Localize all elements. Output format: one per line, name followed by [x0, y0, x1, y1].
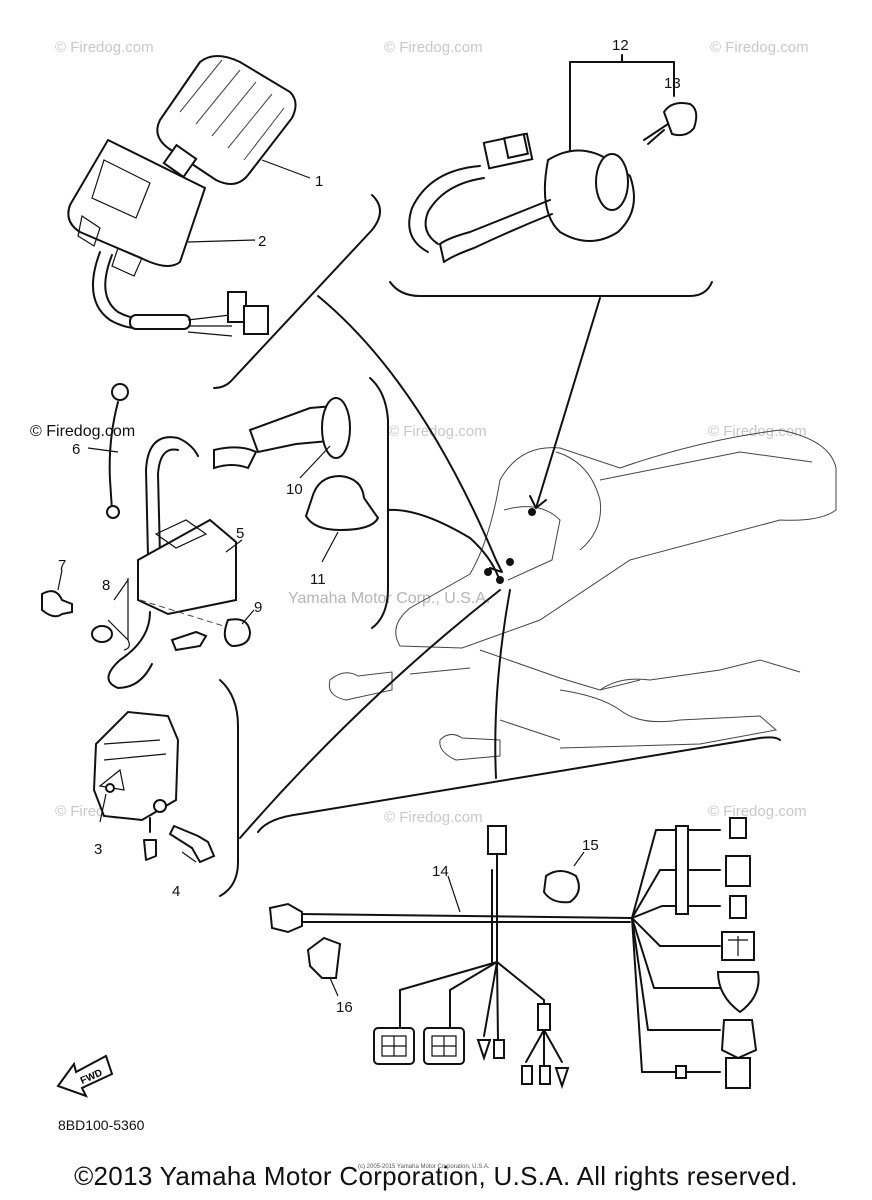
wire-harness — [268, 817, 760, 1090]
watermark-5: © Firedog.com — [708, 423, 807, 440]
callout-1: 1 — [315, 173, 323, 190]
leader-lines — [239, 295, 601, 839]
main-switch-assembly — [389, 54, 713, 297]
callout-5: 5 — [236, 525, 244, 542]
watermark-8: © Firedog.com — [708, 803, 807, 820]
watermark-2: © Firedog.com — [384, 39, 483, 56]
ignition-coil-group — [41, 383, 380, 689]
watermark-9: © Firedog.com — [30, 423, 135, 440]
watermarks: © Firedog.com © Firedog.com © Firedog.co… — [30, 39, 809, 826]
callout-8: 8 — [102, 577, 110, 594]
watermark-4: © Firedog.com — [388, 423, 487, 440]
watermark-7: © Firedog.com — [384, 809, 483, 826]
callout-6: 6 — [72, 441, 80, 458]
callout-13: 13 — [664, 75, 681, 92]
fwd-arrow-icon: FWD — [56, 1054, 114, 1098]
callout-12: 12 — [612, 37, 629, 54]
group-bracket-coil — [369, 377, 389, 629]
connection-points — [484, 508, 536, 584]
callout-3: 3 — [94, 841, 102, 858]
throttle-assembly — [67, 55, 311, 337]
callout-10: 10 — [286, 481, 303, 498]
watermark-1: © Firedog.com — [55, 39, 154, 56]
center-watermark: Yamaha Motor Corp., U.S.A. — [288, 590, 490, 607]
part-code: 8BD100-5360 — [58, 1117, 145, 1133]
regulator-group — [92, 710, 216, 864]
callout-9: 9 — [254, 599, 262, 616]
callout-16: 16 — [336, 999, 353, 1016]
callout-4: 4 — [172, 883, 180, 900]
small-credit: (c) 2005-2015 Yamaha Motor Corporation, … — [358, 1164, 490, 1170]
group-bracket-throttle — [213, 194, 381, 389]
watermark-3: © Firedog.com — [710, 39, 809, 56]
callout-2: 2 — [258, 233, 266, 250]
callout-7: 7 — [58, 557, 66, 574]
copyright-footer: ©2013 Yamaha Motor Corporation, U.S.A. A… — [74, 1161, 798, 1191]
callout-14: 14 — [432, 863, 449, 880]
group-bracket-regulator — [219, 679, 239, 897]
group-bracket-harness — [257, 736, 781, 833]
callout-15: 15 — [582, 837, 599, 854]
callout-11: 11 — [310, 571, 326, 588]
